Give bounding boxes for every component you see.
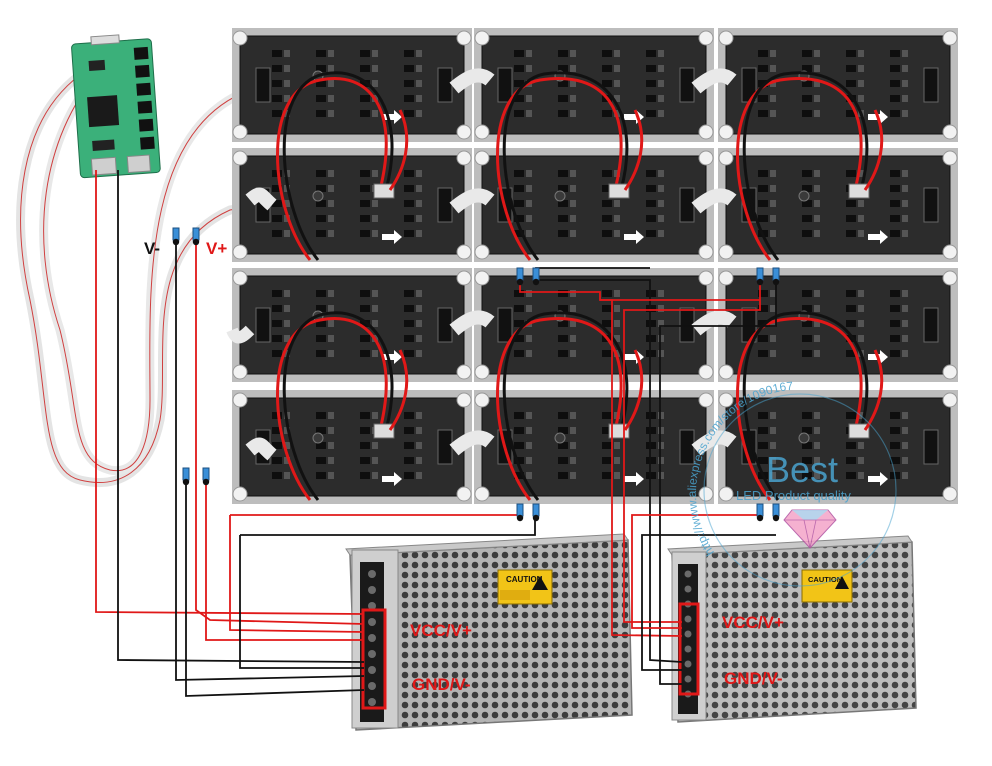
panel-ribbon-cables [226, 68, 737, 461]
led-panel-3-2 [474, 268, 714, 382]
caution-label-right: CAUTION [808, 575, 842, 584]
ribbon-cable-4 [691, 188, 737, 214]
ribbon-cable-10 [245, 437, 277, 461]
ribbon-cable-3 [449, 188, 495, 214]
ribbon-cable-8 [691, 430, 737, 456]
power-wire-2 [117, 170, 365, 663]
wire-connector-6 [532, 267, 540, 286]
wire-connector-9 [516, 503, 524, 522]
led-panel-1-3 [718, 28, 958, 142]
wire-connector-12 [772, 503, 780, 522]
ribbon-cable-1 [449, 68, 495, 94]
wire-connector-4 [202, 467, 210, 486]
watermark-subtitle: LED Product quality [736, 488, 851, 503]
caution-label-left: CAUTION [506, 575, 543, 584]
watermark-title: Best [766, 449, 838, 490]
power-wire-12 [536, 279, 683, 663]
wire-connector-10 [532, 503, 540, 522]
power-wire-4 [195, 240, 365, 625]
ribbon-cable-5 [449, 310, 495, 336]
receiving-card-controller [71, 34, 161, 179]
power-wire-1 [95, 170, 365, 615]
power-supply-right: CAUTION [667, 535, 917, 723]
wire-connector-2 [192, 227, 200, 246]
wire-connectors [172, 227, 780, 522]
wire-connector-8 [772, 267, 780, 286]
vcc-label-left: VCC/V+ [410, 621, 472, 640]
v-minus-label: V- [144, 239, 160, 258]
ribbon-cable-2 [691, 68, 737, 94]
panel-power-harnesses [276, 71, 884, 501]
power-harness-4 [276, 311, 409, 501]
power-wire-7 [229, 515, 365, 633]
power-supply-left: CAUTION [345, 533, 633, 731]
led-panel-1-1 [232, 28, 472, 142]
wire-connector-5 [516, 267, 524, 286]
power-harness-1 [276, 71, 409, 261]
led-panel-4-2 [474, 390, 714, 504]
power-wire-14 [659, 280, 777, 685]
led-panel-1-2 [474, 28, 714, 142]
diamond-icon [783, 509, 837, 549]
led-panel-4-3 [718, 390, 958, 504]
wire-connector-1 [172, 227, 180, 246]
wire-connector-11 [756, 503, 764, 522]
power-wire-10 [240, 520, 536, 536]
led-panel-2-3 [718, 148, 958, 262]
power-harness-2 [496, 71, 644, 261]
gnd-label-right: GND/V- [724, 669, 783, 688]
led-panel-grid [232, 28, 958, 504]
power-harness-3 [736, 71, 884, 261]
ribbon-cable-6 [691, 310, 737, 336]
power-wire-16 [641, 534, 776, 671]
gnd-label-left: GND/V- [412, 675, 471, 694]
ribbon-cable-9 [245, 187, 277, 211]
wire-connector-7 [756, 267, 764, 286]
power-wire-5 [185, 480, 365, 697]
power-wire-3 [175, 240, 365, 681]
ribbon-cable-11 [226, 325, 255, 344]
wire-connector-3 [182, 467, 190, 486]
vcc-label-right: VCC/V+ [722, 613, 784, 632]
power-wiring [95, 170, 777, 697]
power-wire-8 [239, 535, 364, 669]
v-plus-label: V+ [206, 239, 227, 258]
ribbon-cable-loop [16, 65, 265, 487]
ribbon-cable-7 [449, 430, 495, 456]
led-panel-2-2 [474, 148, 714, 262]
led-panel-3-1 [232, 268, 472, 382]
power-wire-6 [205, 480, 364, 641]
power-wire-15 [631, 514, 760, 629]
